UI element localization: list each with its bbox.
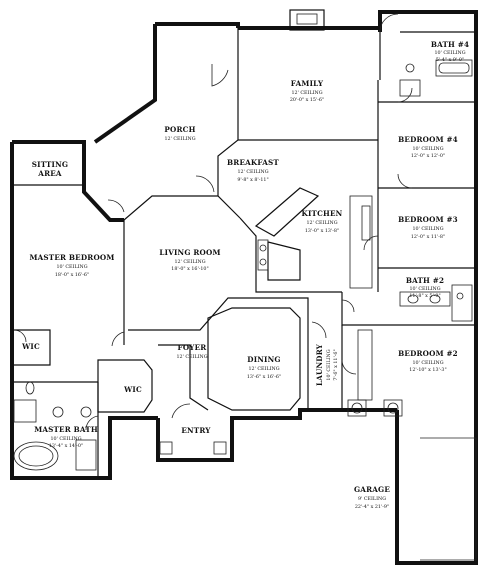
room-labels: BATH #4 10' CEILING 5'-4" x 9'-0" FAMILY… [21,40,469,510]
room-bath2-ceiling: 10' CEILING [409,286,440,292]
room-master-ceiling: 10' CEILING [56,264,87,270]
room-wic2: WIC [123,385,142,394]
room-foyer-ceiling: 12' CEILING [176,354,207,360]
exterior-walls [10,10,478,565]
room-masterbath: MASTER BATH 10' CEILING 13'-4" x 14'-0" [34,425,98,449]
room-breakfast-name: BREAKFAST [227,158,279,167]
room-master-dims: 18'-0" x 16'-6" [55,272,89,278]
room-bath4-name: BATH #4 [431,40,469,49]
room-dining-ceiling: 12' CEILING [248,366,279,372]
room-bedroom2-ceiling: 10' CEILING [412,360,443,366]
room-bath2: BATH #2 10' CEILING 11'-8" x 5'-0" [406,276,444,299]
room-living-ceiling: 12' CEILING [174,259,205,265]
room-bedroom2: BEDROOM #2 10' CEILING 12'-10" x 13'-3" [398,349,458,373]
room-foyer-name: FOYER [178,343,208,352]
room-master: MASTER BEDROOM 10' CEILING 18'-0" x 16'-… [29,253,114,278]
room-masterbath-dims: 13'-4" x 14'-0" [49,443,83,449]
room-bedroom3-ceiling: 10' CEILING [412,226,443,232]
interior-walls [12,28,476,478]
room-breakfast: BREAKFAST 12' CEILING 9'-8" x 8'-11" [227,158,279,183]
room-bedroom4-name: BEDROOM #4 [398,135,458,144]
room-masterbath-ceiling: 10' CEILING [50,436,81,442]
room-wic1-name: WIC [21,342,40,351]
room-family: FAMILY 12' CEILING 20'-0" x 15'-6" [290,79,324,103]
room-kitchen-dims: 13'-0" x 13'-8" [305,228,339,234]
room-dining: DINING 12' CEILING 13'-6" x 16'-6" [247,355,281,380]
room-bath4-dims: 5'-4" x 9'-0" [436,57,464,63]
room-bedroom4-ceiling: 10' CEILING [412,146,443,152]
room-foyer: FOYER 12' CEILING [176,343,207,360]
room-bedroom3-dims: 12'-0" x 11'-8" [411,234,445,240]
room-sitting: SITTING AREA [32,160,68,178]
room-dining-name: DINING [247,355,280,364]
room-dining-dims: 13'-6" x 16'-6" [247,374,281,380]
room-bedroom2-name: BEDROOM #2 [398,349,458,358]
room-bath2-name: BATH #2 [406,276,444,285]
room-laundry-name: LAUNDRY [315,343,324,386]
room-laundry-ceiling: 10' CEILING [326,349,332,380]
room-laundry-dims: 7'-6" x 11'-6" [333,349,339,380]
room-porch: PORCH 12' CEILING [164,125,195,142]
room-kitchen-ceiling: 12' CEILING [306,220,337,226]
room-living-name: LIVING ROOM [159,248,220,257]
room-master-name: MASTER BEDROOM [29,253,114,262]
room-porch-name: PORCH [164,125,195,134]
room-garage-name: GARAGE [354,485,390,494]
room-living: LIVING ROOM 12' CEILING 18'-0" x 16'-10" [159,248,220,272]
room-family-ceiling: 12' CEILING [291,90,322,96]
room-masterbath-name: MASTER BATH [34,425,98,434]
room-kitchen-name: KITCHEN [302,209,343,218]
room-garage-dims: 22'-4" x 21'-9" [355,504,389,510]
room-bedroom4-dims: 12'-0" x 12'-0" [411,153,445,159]
room-bedroom3: BEDROOM #3 10' CEILING 12'-0" x 11'-8" [398,215,458,240]
room-sitting-name-2: AREA [37,169,62,178]
room-family-dims: 20'-0" x 15'-6" [290,97,324,103]
room-garage-ceiling: 9' CEILING [358,496,386,502]
room-bath4: BATH #4 10' CEILING 5'-4" x 9'-0" [431,40,469,63]
room-entry: ENTRY [181,426,211,435]
fixtures [13,9,477,561]
room-sitting-name: SITTING [32,160,68,169]
doors [13,13,413,431]
room-bath4-ceiling: 10' CEILING [434,50,465,56]
room-bedroom3-name: BEDROOM #3 [398,215,458,224]
room-family-name: FAMILY [291,79,324,88]
room-bedroom2-dims: 12'-10" x 13'-3" [409,367,446,373]
room-living-dims: 18'-0" x 16'-10" [171,266,208,272]
room-bedroom4: BEDROOM #4 10' CEILING 12'-0" x 12'-0" [398,135,458,159]
room-porch-ceiling: 12' CEILING [164,136,195,142]
room-garage: GARAGE 9' CEILING 22'-4" x 21'-9" [354,485,390,510]
room-breakfast-dims: 9'-8" x 8'-11" [237,177,268,183]
room-bath2-dims: 11'-8" x 5'-0" [409,293,440,299]
room-wic1: WIC [21,342,40,351]
room-breakfast-ceiling: 12' CEILING [237,169,268,175]
room-wic2-name: WIC [123,385,142,394]
room-entry-name: ENTRY [181,426,211,435]
room-laundry: LAUNDRY 10' CEILING 7'-6" x 11'-6" [315,343,339,386]
room-kitchen: KITCHEN 12' CEILING 13'-0" x 13'-8" [302,209,343,234]
